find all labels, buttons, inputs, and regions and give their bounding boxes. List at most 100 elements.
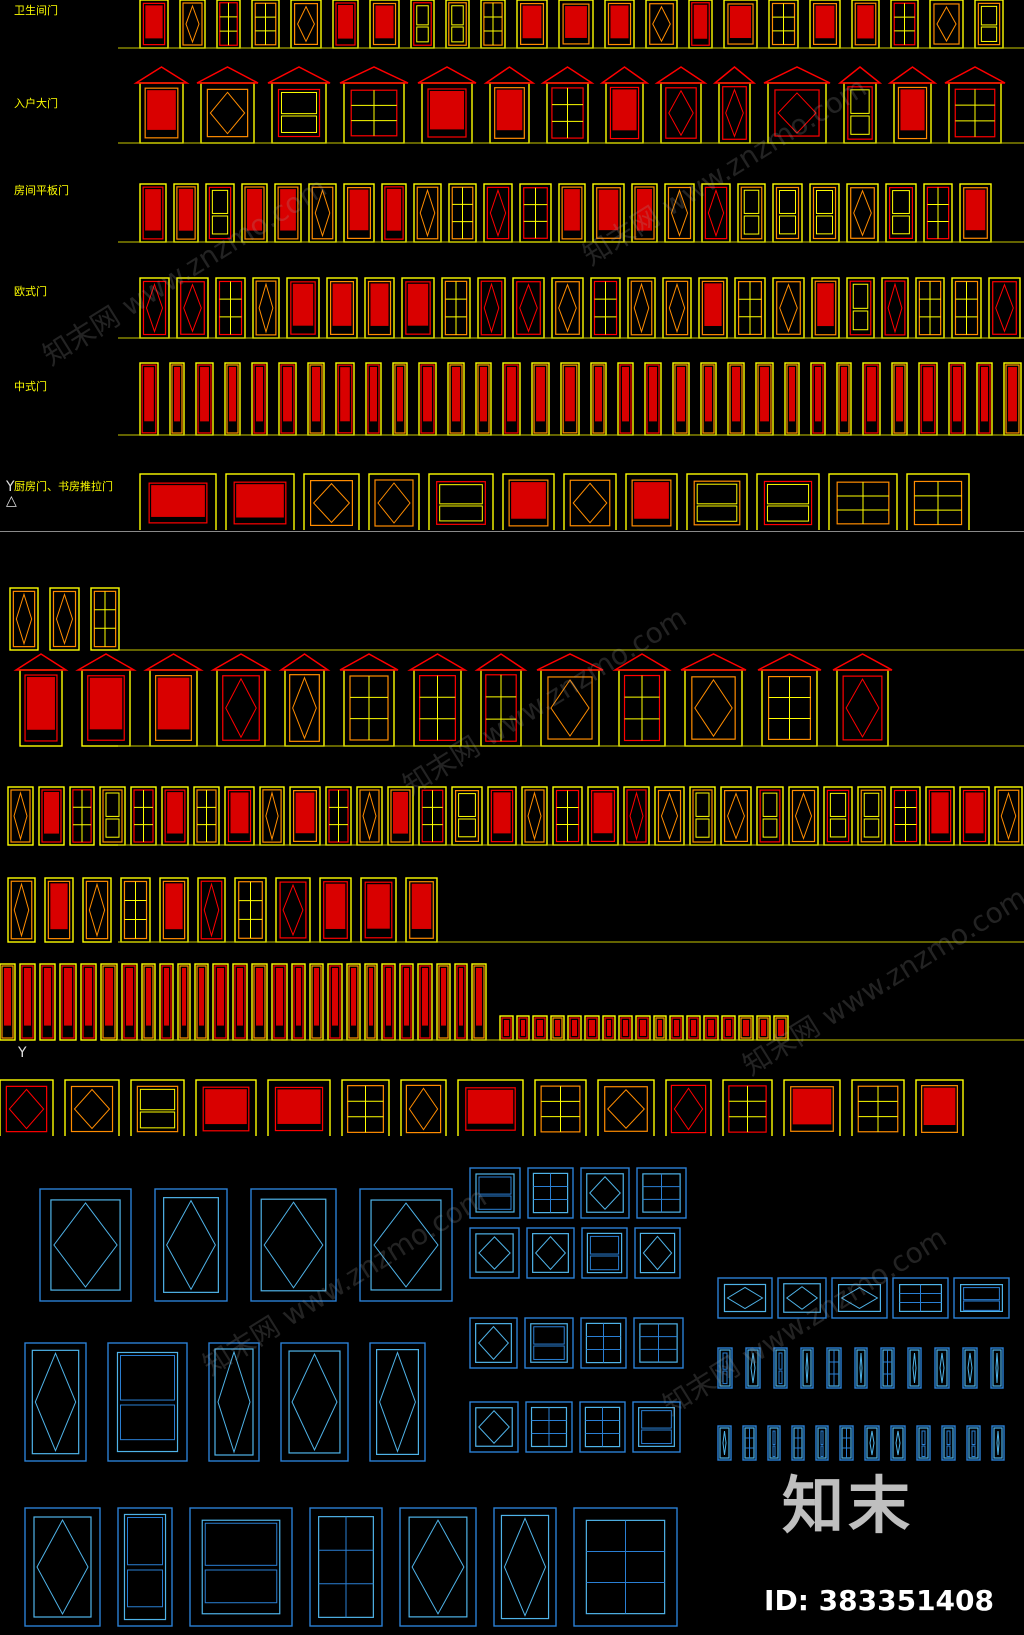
door-frame: [502, 473, 555, 530]
door-glass: [451, 5, 464, 26]
door-diamond: [805, 1352, 809, 1384]
door-panel: [936, 1349, 948, 1387]
door-elevation: [846, 277, 875, 339]
door-frame: [540, 669, 600, 747]
door-panel: [102, 965, 116, 1039]
door-elevation: [267, 66, 331, 144]
door-elevation: [448, 183, 477, 243]
ucs-y-label: Y: [6, 479, 15, 495]
door-elevation: [7, 877, 36, 943]
row-label-room-flat-door: 房间平板门: [14, 184, 69, 197]
door-panel: [408, 1516, 468, 1618]
door-inlay: [931, 792, 949, 834]
door-panel: [842, 675, 883, 741]
door-frame: [527, 1167, 574, 1219]
door-pediment: [540, 66, 595, 84]
door-elevation: [69, 786, 95, 846]
door-inlay: [981, 367, 988, 422]
door-inlay: [953, 367, 961, 422]
door-panel: [182, 2, 203, 46]
door-panel: [704, 186, 728, 240]
door-elevation: [82, 877, 112, 943]
door-elevation: [516, 1015, 530, 1041]
door-pediment: [474, 653, 528, 671]
door-elevation: [727, 362, 745, 436]
door-frame: [400, 1079, 447, 1136]
door-diamond: [652, 5, 671, 43]
door-elevation: [117, 1507, 173, 1627]
door-frame: [906, 473, 970, 530]
door-diamond: [145, 282, 164, 334]
door-inlay: [965, 792, 984, 834]
door-panel: [968, 1427, 979, 1459]
door-elevation: [558, 0, 594, 49]
door-inlay: [565, 6, 587, 38]
door-frame: [634, 1227, 681, 1279]
door-panel: [179, 965, 189, 1039]
door-lower-panel: [892, 215, 910, 235]
door-panel: [884, 280, 906, 336]
door-panel: [850, 187, 875, 239]
door-frame: [988, 277, 1021, 339]
door-elevation: [335, 362, 355, 436]
door-glass: [772, 1430, 776, 1445]
door-elevation: [723, 0, 758, 49]
row-label-european-door: 欧式门: [14, 285, 47, 298]
door-elevation: [1003, 362, 1022, 436]
door-panel: [860, 789, 883, 843]
door-frame: [176, 277, 209, 339]
door-elevation: [839, 1425, 854, 1461]
door-elevation: [516, 0, 548, 49]
door-panel: [1005, 364, 1020, 434]
door-frame: [308, 183, 337, 243]
door-elevation: [722, 1079, 773, 1136]
door-diamond: [572, 482, 608, 524]
door-frame: [477, 277, 506, 339]
door-panel: [776, 281, 801, 335]
door-lower-panel: [641, 1429, 672, 1445]
door-panel: [419, 965, 431, 1039]
door-panel: [950, 364, 964, 434]
door-elevation: [499, 1015, 514, 1041]
door-pediment: [339, 653, 399, 671]
door-panel: [783, 1283, 821, 1313]
door-frame: [625, 473, 678, 530]
door-frame: [579, 1401, 626, 1453]
door-elevation: [632, 1401, 681, 1453]
door-panel: [310, 480, 354, 527]
door-inlay: [595, 367, 602, 422]
door-inlay: [496, 89, 523, 131]
door-inlay: [296, 968, 301, 1026]
door-panel: [367, 364, 380, 434]
door-panel: [480, 280, 503, 336]
door-frame: [684, 669, 743, 747]
door-elevation: [139, 362, 159, 436]
door-frame: [524, 1317, 574, 1369]
door-panel: [552, 1017, 563, 1039]
door-elevation: [864, 1425, 880, 1461]
door-inlay: [236, 484, 284, 518]
door-inlay: [493, 792, 511, 834]
door-frame: [107, 1342, 188, 1462]
door-frame: [303, 473, 360, 530]
door-inlay: [476, 968, 482, 1026]
door-panel: [171, 364, 183, 434]
door-panel: [637, 1017, 649, 1039]
door-panel: [293, 965, 304, 1039]
door-lower-panel: [946, 1445, 951, 1457]
door-panel: [274, 1086, 324, 1132]
door-panel: [372, 2, 397, 46]
door-frame: [24, 1342, 87, 1462]
door-panel: [854, 2, 877, 46]
door-lower-panel: [478, 1195, 512, 1210]
door-glass: [971, 1430, 976, 1445]
door-panel: [329, 965, 341, 1039]
door-frame: [783, 1079, 841, 1136]
door-panel: [962, 789, 987, 843]
door-elevation: [289, 786, 321, 846]
door-elevation: [121, 963, 138, 1041]
door-panel: [671, 1017, 682, 1039]
door-elevation: [623, 786, 650, 846]
door-diamond: [291, 1352, 338, 1452]
door-elevation: [107, 1342, 188, 1462]
